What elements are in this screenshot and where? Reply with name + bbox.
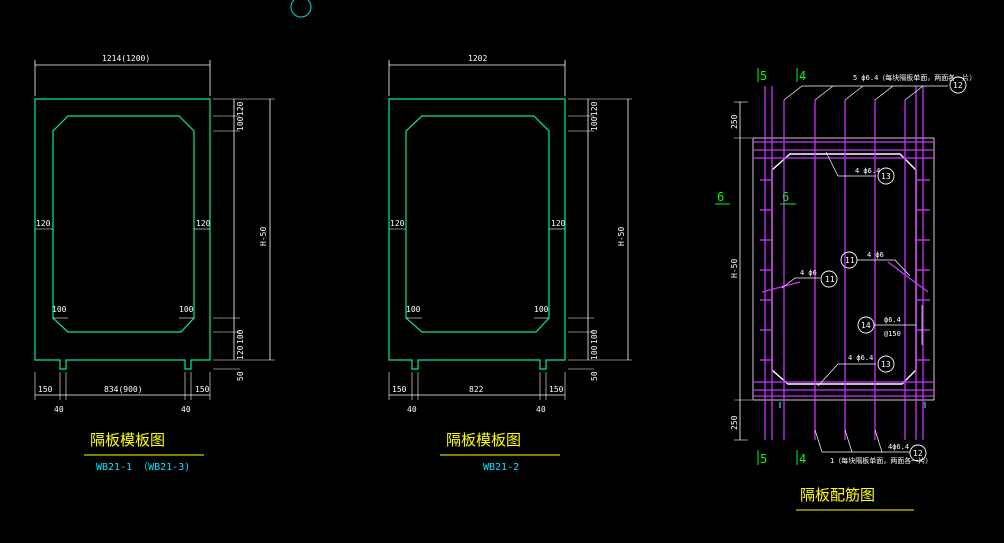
bubble-13-top [877, 167, 895, 185]
bubble-12-top-label: 12 [953, 81, 963, 90]
axis-bottom-4: 4 [799, 452, 806, 466]
view-marker-icon [290, 0, 312, 18]
dim-bottom-mid: 822 [469, 385, 484, 394]
note-bottom: 1（每块隔板单面，两面各一片） [830, 456, 932, 465]
dim-bottom-mid: 834(900) [104, 385, 143, 394]
dim-right-100-bot: 100 [236, 329, 245, 344]
middle-panel-subtitle: WB21-2 [483, 462, 519, 473]
dim-right-120-bot: 120 [236, 345, 245, 360]
dim-right-h: H-50 [259, 227, 268, 246]
dim-right-120-top: 120 [590, 101, 599, 116]
label-11-left: 4 ф6 [800, 269, 817, 277]
dim-250-top: 250 [730, 114, 739, 129]
dim-right-100-bot: 100 [590, 329, 599, 344]
axis-inner-6: 6 [782, 190, 789, 204]
axis-top-5: 5 [760, 69, 767, 83]
dim-bottom-40-left: 40 [407, 405, 417, 414]
axis-bottom-5: 5 [760, 452, 767, 466]
rebar-opening [771, 153, 917, 385]
bottom-anchor-ticks [779, 402, 926, 408]
dim-inner-100-left: 100 [406, 305, 421, 314]
vertical-rebars [764, 86, 924, 440]
dim-right-50: 50 [590, 371, 599, 381]
bubble-13-bottom [877, 355, 895, 373]
dim-right-120-bot: 100 [590, 345, 599, 360]
label-14-a: ф6.4 [884, 316, 901, 324]
dim-left-120: 120 [36, 219, 51, 228]
dim-bottom-150-right: 150 [549, 385, 564, 394]
bubble-11-left [820, 270, 838, 288]
rebar-board-outline [752, 137, 935, 401]
left-panel-title: 隔板模板图 [90, 431, 165, 449]
dim-h: H-50 [730, 259, 739, 278]
dim-top: 1214(1200) [102, 54, 150, 63]
dim-inner-100-right: 100 [179, 305, 194, 314]
bubble-13-top-label: 13 [881, 172, 891, 181]
dim-inner-100-right: 100 [534, 305, 549, 314]
bubble-14-label: 14 [861, 321, 871, 330]
dim-bottom-150-right: 150 [195, 385, 210, 394]
dim-bottom-150-left: 150 [38, 385, 53, 394]
label-14-b: @150 [884, 330, 901, 338]
axis-top-4: 4 [799, 69, 806, 83]
diagonal-rebars [761, 261, 929, 293]
bubble-12-bottom-label: 12 [913, 449, 923, 458]
board-outline [34, 98, 211, 370]
axis-left-6: 6 [717, 190, 724, 204]
dim-bottom-40-left: 40 [54, 405, 64, 414]
note-top: 5 ф6.4（每块隔板单面，两面各一片） [853, 73, 976, 82]
label-11-right: 4 ф6 [867, 251, 884, 259]
board-opening [405, 115, 550, 333]
middle-formwork-panel: 1202 120 100 H-50 100 100 50 120 120 100… [388, 54, 632, 473]
dim-right-120-top: 120 [236, 101, 245, 116]
dim-right-100-top: 100 [590, 116, 599, 131]
dim-bottom-40-right: 40 [536, 405, 546, 414]
right-panel-title: 隔板配筋图 [800, 486, 875, 504]
dim-top: 1202 [468, 54, 487, 63]
dim-inner-100-left: 100 [52, 305, 67, 314]
label-12-bottom: 4ф6.4 [888, 443, 909, 451]
dim-250-bot: 250 [730, 415, 739, 430]
bubble-11-right-label: 11 [845, 256, 855, 265]
board-outline [388, 98, 566, 370]
middle-panel-title: 隔板模板图 [446, 431, 521, 449]
bubble-13-bottom-label: 13 [881, 360, 891, 369]
left-formwork-panel: 1214(1200) 120 100 H-50 100 120 50 120 1… [34, 54, 275, 473]
dim-right-h: H-50 [617, 227, 626, 246]
dim-inner-right-120: 120 [551, 219, 566, 228]
bubble-12-top [949, 76, 967, 94]
label-13-top: 4 ф6.4 [855, 167, 880, 175]
dim-right-50: 50 [236, 371, 245, 381]
dim-right-100-top: 100 [236, 116, 245, 131]
right-rebar-panel: 5 4 6 6 5 4 250 H-50 250 [715, 68, 976, 511]
board-opening [52, 115, 195, 333]
dim-bottom-40-right: 40 [181, 405, 191, 414]
bubble-12-bottom [909, 444, 927, 462]
label-13-bottom: 4 ф6.4 [848, 354, 873, 362]
bubble-11-left-label: 11 [825, 275, 835, 284]
horizontal-rebars [753, 141, 934, 397]
dim-bottom-150-left: 150 [392, 385, 407, 394]
dim-inner-right-120: 120 [196, 219, 211, 228]
left-panel-subtitle: WB21-1 （WB21-3) [96, 461, 190, 473]
dim-left-120: 120 [390, 219, 405, 228]
